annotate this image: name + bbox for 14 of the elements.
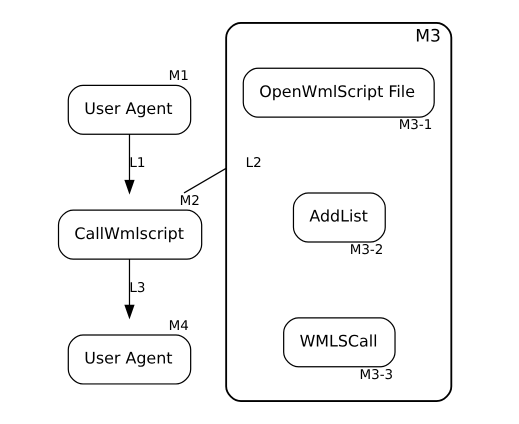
node-label: M3-2 [350, 242, 384, 258]
cluster [225, 22, 452, 402]
node-label: M3-3 [360, 368, 394, 383]
edge-label: L1 [129, 156, 146, 172]
node-label: M4 [168, 318, 189, 334]
arrow [124, 134, 135, 195]
edge-label: L2 [246, 156, 262, 172]
connector [184, 168, 226, 194]
edge-label: L3 [129, 280, 146, 296]
node-label: M3 [415, 26, 441, 47]
node-label: M2 [180, 194, 200, 210]
node-label: M3-1 [398, 118, 432, 134]
node-label: M1 [168, 69, 189, 84]
arrow [124, 259, 135, 320]
